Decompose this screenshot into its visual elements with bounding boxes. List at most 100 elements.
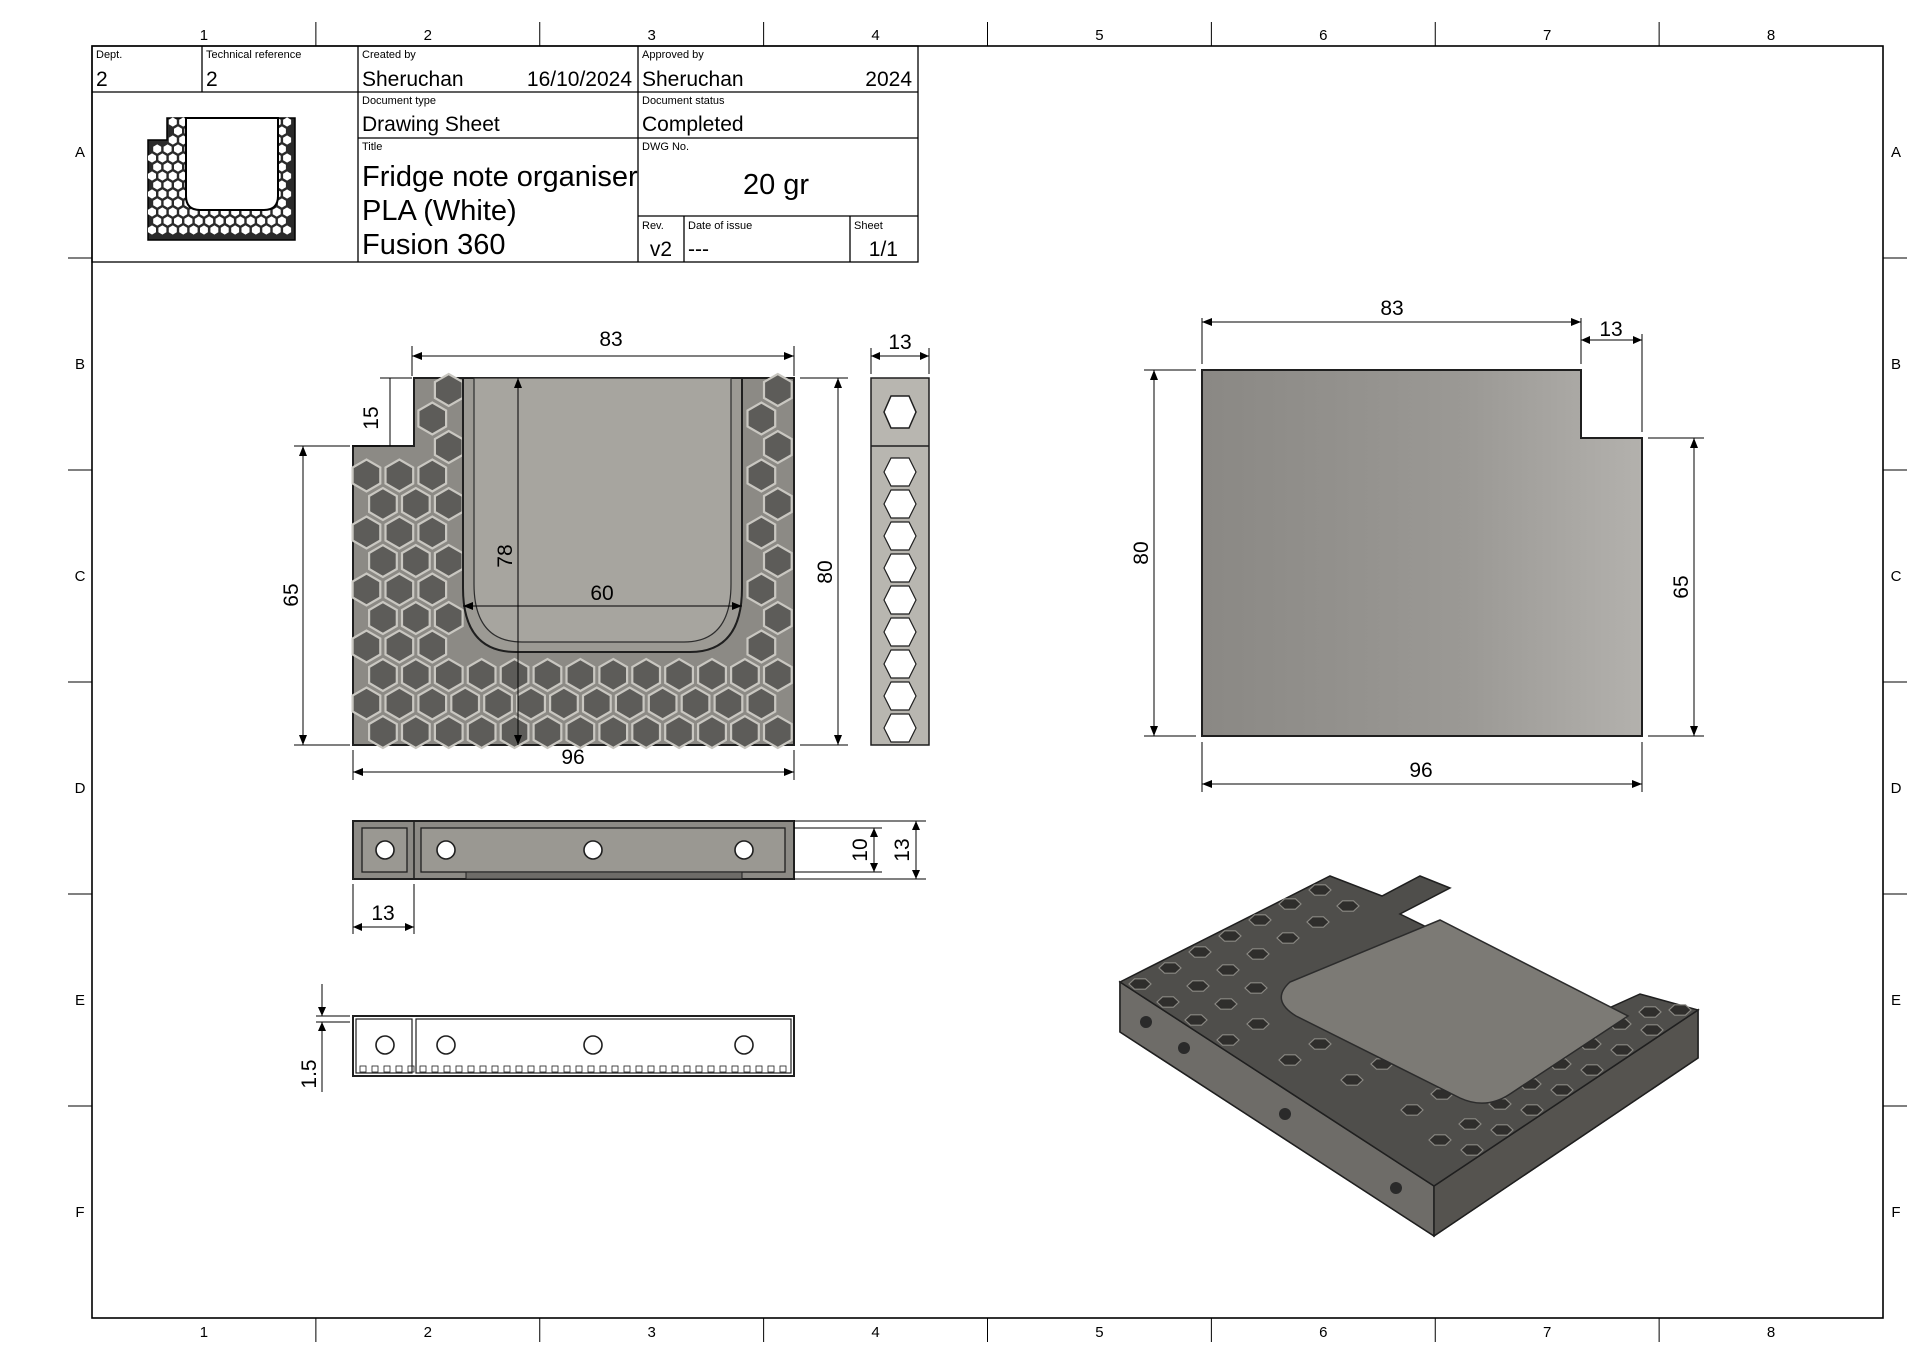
section-tooth	[671, 1065, 679, 1073]
iso-honeycomb-cell	[1248, 914, 1272, 926]
iso-honeycomb-cell	[1216, 964, 1240, 976]
thumbnail-cell	[283, 153, 292, 163]
honeycomb-cell	[499, 657, 530, 693]
honeycomb-cell	[384, 458, 415, 493]
honeycomb-cell	[400, 543, 431, 579]
honeycomb-cell	[433, 543, 464, 579]
thumbnail-cell	[148, 189, 156, 199]
approved-by-value: Sheruchan	[642, 68, 744, 91]
honeycomb-cell	[548, 686, 579, 721]
title-line-2: PLA (White)	[362, 195, 517, 227]
approved-year: 2024	[865, 68, 912, 91]
row-marker-B: B	[1891, 356, 1901, 373]
rev-label: Rev.	[642, 220, 664, 232]
section-tooth	[431, 1065, 439, 1073]
section-tooth	[767, 1065, 775, 1073]
honeycomb-cell	[515, 686, 547, 721]
thumbnail-cell	[168, 153, 177, 163]
thumbnail-cell	[163, 216, 172, 226]
iso-honeycomb-cell	[1276, 932, 1300, 944]
iso-honeycomb-cell	[1340, 1074, 1364, 1086]
iso-honeycomb-cell	[1158, 962, 1182, 974]
row-marker-C: C	[75, 568, 86, 585]
thumbnail-cell	[283, 171, 292, 181]
thumbnail-cell	[174, 216, 182, 226]
honeycomb-cell	[762, 372, 793, 408]
issue-label: Date of issue	[688, 220, 752, 232]
honeycomb-cell	[433, 714, 464, 750]
honeycomb-cell	[746, 572, 777, 607]
thumbnail-cell	[200, 225, 208, 235]
honeycomb-cell	[351, 572, 382, 607]
section-tooth	[755, 1065, 763, 1073]
thumbnail-cell	[246, 216, 255, 226]
thumbnail-cell	[262, 225, 271, 235]
honeycomb-cell	[565, 714, 596, 750]
honeycomb-cell	[499, 714, 530, 750]
honeycomb-cell	[762, 600, 793, 636]
thumbnail-cell	[153, 180, 162, 190]
dim-front-bottom: 96	[561, 746, 584, 769]
section-tooth	[395, 1065, 403, 1073]
section-tooth	[467, 1065, 475, 1073]
honeycomb-cell	[762, 657, 793, 693]
honeycomb-cell	[762, 543, 793, 579]
section-tooth	[635, 1065, 643, 1073]
thumbnail-cell	[148, 171, 156, 181]
honeycomb-cell	[581, 686, 612, 721]
dim-bottom-outer: 13	[891, 838, 914, 861]
honeycomb-cell	[351, 458, 382, 493]
honeycomb-cell	[729, 714, 760, 750]
iso-honeycomb-cell	[1278, 898, 1302, 910]
honeycomb-cell	[713, 686, 744, 721]
honeycomb-cell	[631, 714, 662, 750]
section-tooth	[731, 1065, 739, 1073]
title-line-1: Fridge note organiser	[362, 161, 638, 193]
iso-honeycomb-cell	[1308, 1038, 1332, 1050]
iso-honeycomb-cell	[1638, 1006, 1662, 1018]
section-tooth	[407, 1065, 415, 1073]
thumbnail-cell	[163, 144, 172, 154]
thumbnail-cell	[277, 216, 286, 226]
row-marker-D: D	[75, 780, 86, 797]
dim-front-top: 83	[599, 328, 622, 351]
honeycomb-cell	[433, 600, 464, 636]
iso-honeycomb-cell	[1188, 946, 1212, 958]
row-marker-A: A	[1891, 144, 1901, 161]
thumbnail-cell	[283, 189, 292, 199]
thumbnail-cell	[283, 117, 292, 127]
column-marker-6: 6	[1319, 1324, 1327, 1341]
honeycomb-cell	[762, 486, 793, 522]
section-tooth	[647, 1065, 655, 1073]
honeycomb-cell	[384, 572, 415, 607]
doc-type-label: Document type	[362, 95, 436, 107]
row-marker-F: F	[1891, 1204, 1900, 1221]
dim-bottom-inner: 10	[849, 838, 872, 861]
thumbnail-cell	[210, 225, 219, 235]
thumbnail-cell	[283, 135, 292, 145]
column-marker-1: 1	[200, 1324, 208, 1341]
section-tooth	[683, 1065, 691, 1073]
section-view: 1.5	[298, 984, 795, 1092]
iso-honeycomb-cell	[1218, 930, 1242, 942]
thumbnail-cell	[226, 216, 234, 226]
section-tooth	[599, 1065, 607, 1073]
honeycomb-cell	[368, 600, 398, 636]
dim-front-left: 65	[280, 583, 303, 606]
honeycomb-cell	[351, 686, 382, 721]
row-marker-B: B	[75, 356, 85, 373]
front-dimensions: 83 15 65 78 60 80 96	[280, 328, 848, 780]
honeycomb-cell	[762, 429, 793, 465]
section-tooth	[539, 1065, 547, 1073]
bottom-view: 10 13 13	[352, 820, 926, 934]
iso-honeycomb-cell	[1186, 980, 1210, 992]
thumbnail-cell	[168, 189, 177, 199]
honeycomb-cell	[598, 657, 629, 693]
iso-honeycomb-cell	[1246, 1018, 1270, 1030]
isometric-view	[1118, 875, 1700, 1238]
iso-honeycomb-cell	[1278, 1054, 1302, 1066]
lattice-cell	[883, 681, 917, 711]
column-marker-7: 7	[1543, 27, 1551, 44]
